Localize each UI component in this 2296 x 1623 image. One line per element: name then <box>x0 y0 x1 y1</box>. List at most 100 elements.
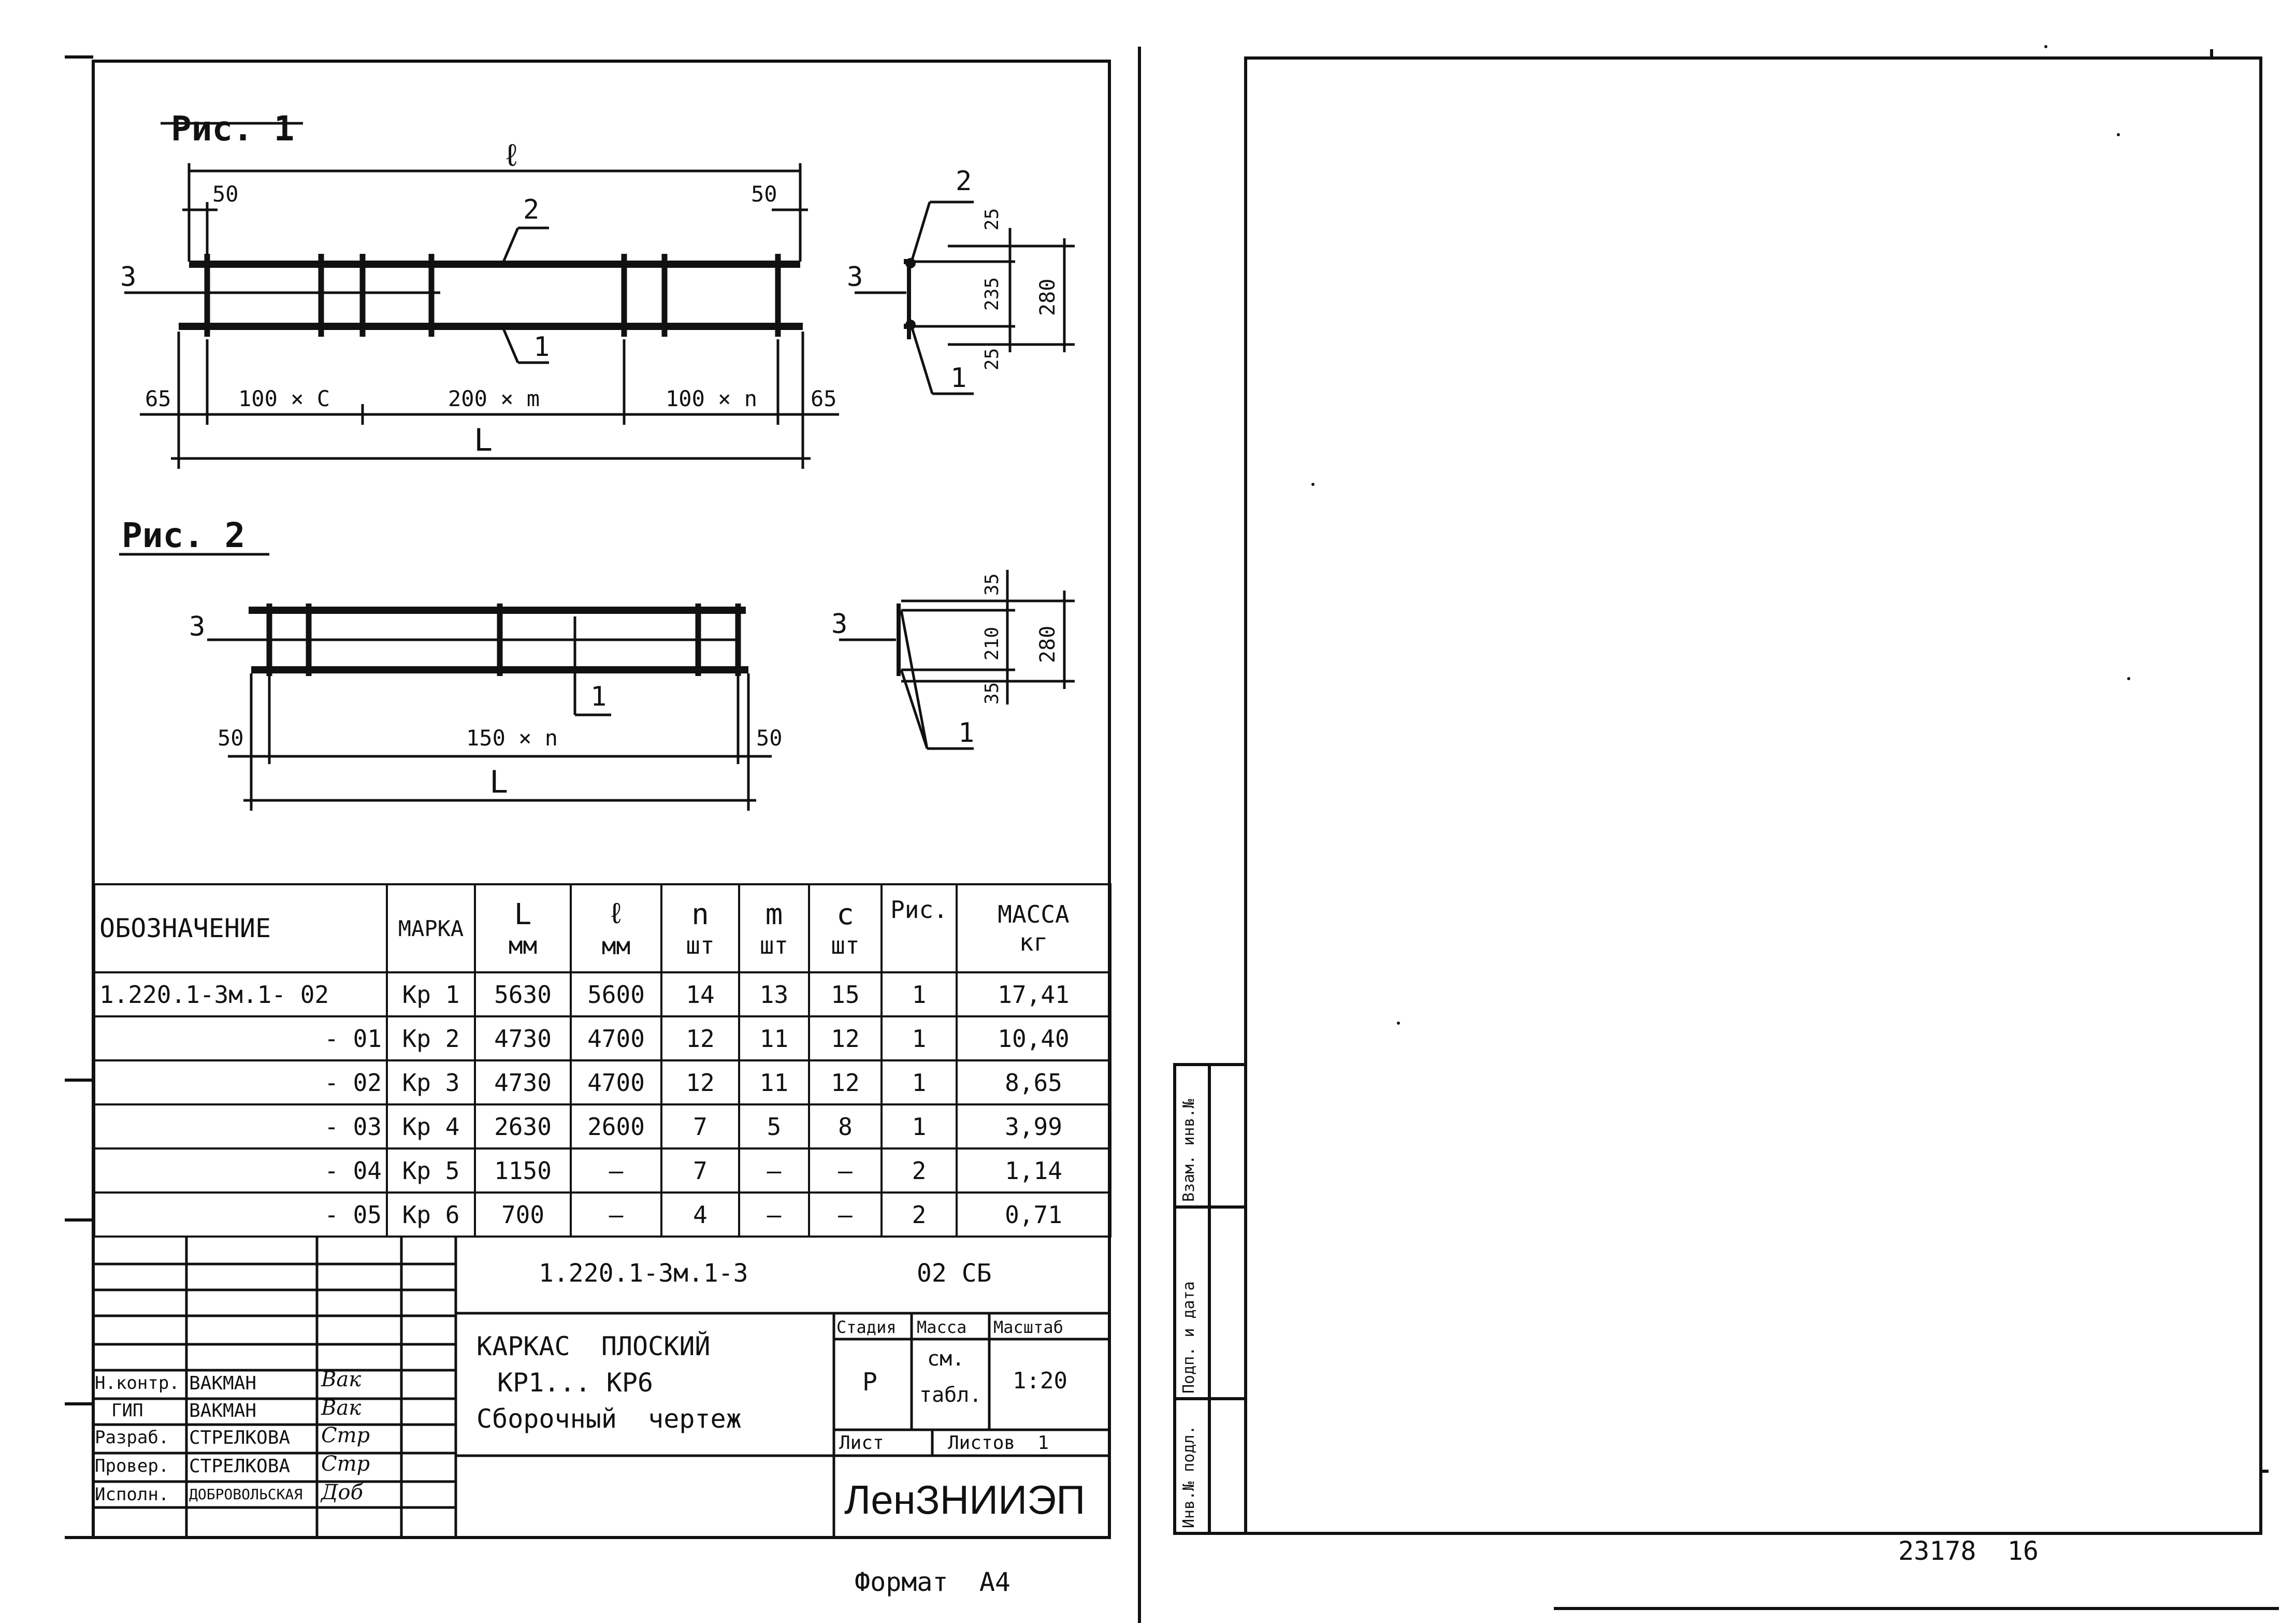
hdr-n-symbol: n <box>691 897 709 931</box>
name-gip: ВАКМАН <box>189 1400 257 1421</box>
scale-value: 1:20 <box>1013 1368 1067 1394</box>
fig2-sec-pos-3: 3 <box>831 609 848 640</box>
role-prover: Провер. <box>95 1456 169 1476</box>
sheets-label: Листов 1 <box>948 1432 1049 1454</box>
table-row: - 01 Кр 2 4730 4700 12 11 12 1 10,40 <box>93 1015 1111 1061</box>
row-fig: 1 <box>880 1015 958 1061</box>
fig2-title: Рис. 2 <box>122 515 246 555</box>
row-designation: - 04 <box>93 1147 388 1194</box>
row-m: 5 <box>738 1103 810 1150</box>
row-m: — <box>738 1191 810 1238</box>
fig1-pos-3: 3 <box>120 262 137 293</box>
role-razrab: Разраб. <box>95 1427 169 1448</box>
row-c: — <box>808 1191 883 1238</box>
row-m: — <box>738 1147 810 1194</box>
title-block-grid <box>93 1236 1109 1538</box>
fig1-sec-25-top: 25 <box>981 208 1003 231</box>
doc-code: 1.220.1-3м.1-3 <box>539 1259 748 1288</box>
row-L: 1150 <box>474 1147 572 1194</box>
hdr-m-symbol: m <box>765 897 783 931</box>
row-L: 5630 <box>474 971 572 1017</box>
hdr-L-unit: мм <box>508 931 538 959</box>
stage-value: Р <box>862 1368 877 1397</box>
row-designation: - 03 <box>93 1103 388 1150</box>
stamp-inv-podl: Инв.№ подл. <box>1180 1425 1198 1528</box>
row-l: — <box>570 1191 662 1238</box>
signature-n-kontr: Вак <box>321 1368 362 1391</box>
row-c: 12 <box>808 1059 883 1105</box>
row-mass: 8,65 <box>956 1059 1111 1105</box>
row-c: 12 <box>808 1015 883 1061</box>
row-m: 11 <box>738 1059 810 1105</box>
fig1-dim-65-right: 65 <box>811 386 837 411</box>
row-n: 4 <box>660 1191 740 1238</box>
fig1-pos-1: 1 <box>533 332 550 363</box>
hdr-c-symbol: с <box>836 897 854 931</box>
row-l: 4700 <box>570 1059 662 1105</box>
name-prover: СТРЕЛКОВА <box>189 1456 291 1477</box>
row-mass: 3,99 <box>956 1103 1111 1150</box>
fig2-dim-L: L <box>489 764 509 800</box>
row-L: 4730 <box>474 1059 572 1105</box>
row-L: 2630 <box>474 1103 572 1150</box>
fig1-sec-pos-1: 1 <box>950 363 967 394</box>
row-fig: 1 <box>880 1059 958 1105</box>
fig2-sec-35-top: 35 <box>981 573 1003 596</box>
doc-title-line3: Сборочный чертеж <box>476 1404 742 1434</box>
mass-value-2: табл. <box>919 1383 982 1407</box>
hdr-mass-label: МАССА <box>998 900 1070 928</box>
stage-label: Стадия <box>836 1317 897 1337</box>
row-designation: 1.220.1-3м.1- 02 <box>93 971 388 1017</box>
name-razrab: СТРЕЛКОВА <box>189 1427 291 1448</box>
name-ispoln: ДОБРОВОЛЬСКАЯ <box>189 1486 303 1503</box>
fig1-dim-65-left: 65 <box>145 386 171 411</box>
format-label: Формат А4 <box>855 1567 1011 1597</box>
scale-label: Масштаб <box>993 1317 1063 1337</box>
fig1-dim-100c: 100 × С <box>238 386 330 411</box>
right-sheet-frame <box>1173 45 2279 1610</box>
row-fig: 1 <box>880 971 958 1017</box>
stamp-vzam-inv: Взам. инв.№ <box>1180 1099 1198 1202</box>
hdr-L-symbol: L <box>514 897 532 931</box>
row-m: 13 <box>738 971 810 1017</box>
row-c: 8 <box>808 1103 883 1150</box>
fig1-sec-280: 280 <box>1036 278 1060 316</box>
hdr-l-symbol: ℓ <box>607 897 625 930</box>
name-n-kontr: ВАКМАН <box>189 1373 257 1394</box>
fig2-sec-210: 210 <box>981 626 1003 660</box>
row-mark: Кр 4 <box>386 1103 476 1150</box>
row-l: — <box>570 1147 662 1194</box>
fig1-sec-pos-2: 2 <box>956 166 972 197</box>
hdr-mark: МАРКА <box>386 883 476 973</box>
signature-ispoln: Доб <box>321 1481 364 1504</box>
row-designation: - 01 <box>93 1015 388 1061</box>
mass-value-1: см. <box>927 1347 965 1371</box>
hdr-designation: ОБОЗНАЧЕНИЕ <box>93 883 388 973</box>
fig2-sec-35-bot: 35 <box>981 682 1003 705</box>
row-mass: 0,71 <box>956 1191 1111 1238</box>
table-row: - 02 Кр 3 4730 4700 12 11 12 1 8,65 <box>93 1059 1111 1105</box>
row-mass: 1,14 <box>956 1147 1111 1194</box>
fig2-drawing <box>119 553 1075 811</box>
row-mark: Кр 5 <box>386 1147 476 1194</box>
role-gip: ГИП <box>111 1400 143 1421</box>
table-row: - 05 Кр 6 700 — 4 — — 2 0,71 <box>93 1191 1111 1238</box>
signature-gip: Вак <box>321 1396 362 1420</box>
fig1-sec-pos-3: 3 <box>847 262 863 293</box>
fig1-pos-2: 2 <box>523 194 540 225</box>
fig2-pos-1: 1 <box>590 681 607 712</box>
fig1-dim-L: L <box>474 422 493 458</box>
row-designation: - 02 <box>93 1059 388 1105</box>
hdr-l-unit: мм <box>601 932 631 960</box>
stamp-podp-data: Подп. и дата <box>1180 1281 1198 1394</box>
row-L: 4730 <box>474 1015 572 1061</box>
row-n: 14 <box>660 971 740 1017</box>
row-n: 12 <box>660 1059 740 1105</box>
